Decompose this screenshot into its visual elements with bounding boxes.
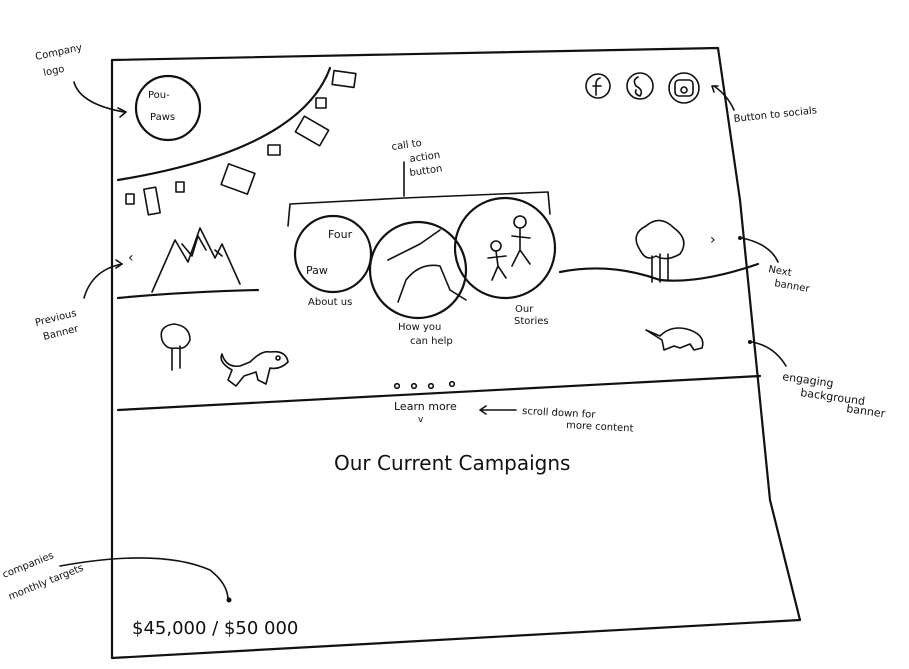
svg-text:logo: logo bbox=[42, 64, 65, 79]
learn-more-button[interactable]: Learn more v bbox=[394, 400, 457, 425]
tree-illustration-right bbox=[635, 219, 685, 283]
our-stories-button[interactable]: Our Stories bbox=[453, 196, 557, 327]
carousel-dots[interactable] bbox=[393, 380, 456, 390]
next-banner-arrow[interactable]: › bbox=[710, 232, 716, 248]
svg-text:Next: Next bbox=[767, 264, 792, 279]
previous-banner-arrow[interactable]: ‹ bbox=[128, 250, 134, 266]
tree-illustration-left bbox=[160, 323, 191, 371]
svg-text:Banner: Banner bbox=[42, 323, 80, 343]
about-us-button[interactable]: Four Paw About us bbox=[293, 214, 373, 308]
about-label: About us bbox=[308, 297, 352, 308]
banner-ground-line bbox=[558, 262, 760, 282]
annotation-scroll: scroll down for more content bbox=[479, 405, 634, 435]
how-you-can-help-button[interactable]: How you can help bbox=[368, 220, 468, 347]
social-buttons bbox=[585, 72, 700, 104]
campaigns-heading: Our Current Campaigns bbox=[334, 451, 570, 475]
confetti-shapes bbox=[125, 69, 357, 216]
dog-illustration bbox=[220, 350, 289, 387]
facebook-icon[interactable] bbox=[585, 73, 611, 99]
about-text2: Paw bbox=[306, 264, 328, 277]
company-logo[interactable]: Pou- Paws bbox=[134, 74, 202, 142]
header-arc bbox=[116, 66, 332, 182]
logo-line1: Pou- bbox=[148, 90, 170, 101]
instagram-icon[interactable] bbox=[668, 72, 700, 104]
annotation-cta: call to action button bbox=[391, 138, 443, 179]
chevron-down-icon: v bbox=[418, 415, 424, 425]
banner-bottom-line bbox=[116, 374, 762, 412]
svg-text:banner: banner bbox=[846, 402, 887, 420]
stories-label2: Stories bbox=[514, 316, 549, 327]
mountains-illustration bbox=[151, 227, 241, 293]
annotation-monthly-targets: companies monthly targets bbox=[1, 550, 232, 603]
learn-more-label: Learn more bbox=[394, 400, 457, 413]
stories-label1: Our bbox=[515, 304, 534, 315]
svg-text:banner: banner bbox=[773, 278, 811, 295]
svg-text:scroll down for: scroll down for bbox=[522, 406, 597, 421]
svg-text:Button to socials: Button to socials bbox=[733, 105, 817, 125]
logo-line2: Paws bbox=[150, 112, 175, 123]
help-label2: can help bbox=[410, 336, 453, 347]
annotation-background-banner: engaging background banner bbox=[748, 340, 886, 420]
funding-progress: $45,000 / $50 000 bbox=[132, 618, 298, 639]
about-text1: Four bbox=[328, 228, 353, 241]
help-label1: How you bbox=[398, 322, 441, 333]
page-frame bbox=[110, 46, 802, 660]
annotation-previous-banner: Previous Banner bbox=[34, 259, 123, 343]
svg-text:call to: call to bbox=[391, 138, 423, 153]
annotation-company-logo: Company logo bbox=[34, 42, 127, 118]
snapchat-icon[interactable] bbox=[626, 72, 654, 100]
svg-text:Company: Company bbox=[34, 42, 83, 63]
svg-text:action: action bbox=[409, 150, 441, 165]
banner-top-line bbox=[116, 288, 260, 300]
svg-text:button: button bbox=[409, 163, 443, 178]
svg-text:more content: more content bbox=[566, 420, 634, 435]
animal-illustration bbox=[645, 327, 704, 351]
cta-bracket bbox=[287, 191, 551, 227]
